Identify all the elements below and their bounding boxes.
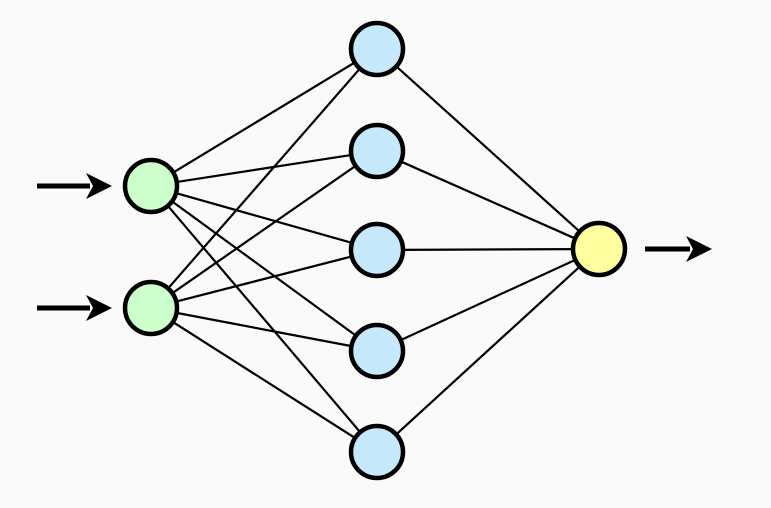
hidden-layer	[348, 20, 406, 481]
edge-i1-h2	[173, 153, 355, 184]
edge-h3-o1	[399, 248, 577, 251]
node-output-1[interactable]	[570, 220, 628, 278]
edge-i2-h2	[169, 163, 359, 296]
edge-h2-o1	[397, 159, 579, 241]
input-arrow-1	[37, 173, 112, 199]
input-arrow-2-head	[86, 295, 112, 321]
node-hidden-5[interactable]	[348, 423, 406, 481]
node-input-2[interactable]	[122, 279, 180, 337]
edge-i2-h1	[165, 65, 363, 292]
edge-h1-o1	[393, 63, 583, 235]
output-arrow-1-head	[686, 236, 712, 262]
edge-i1-h4	[169, 199, 359, 338]
edge-h5-o1	[393, 264, 583, 437]
nodes-group	[122, 20, 628, 481]
input-arrow-2	[37, 295, 112, 321]
edge-i1-h5	[165, 203, 363, 435]
node-hidden-2[interactable]	[348, 122, 406, 180]
edge-i1-h3	[172, 191, 356, 245]
edges-group	[165, 60, 583, 441]
node-input-1[interactable]	[122, 157, 180, 215]
output-arrow-1	[645, 236, 712, 262]
edge-i2-h5	[170, 319, 358, 441]
io-arrows-group	[37, 173, 712, 321]
node-hidden-4[interactable]	[348, 322, 406, 380]
edge-i1-h1	[170, 60, 358, 175]
edge-i2-h3	[173, 254, 355, 304]
node-hidden-1[interactable]	[348, 20, 406, 78]
edge-i2-h4	[173, 311, 355, 348]
input-layer	[122, 157, 180, 337]
edge-h4-o1	[397, 257, 579, 343]
output-layer	[570, 220, 628, 278]
input-arrow-1-head	[86, 173, 112, 199]
node-hidden-3[interactable]	[348, 221, 406, 279]
